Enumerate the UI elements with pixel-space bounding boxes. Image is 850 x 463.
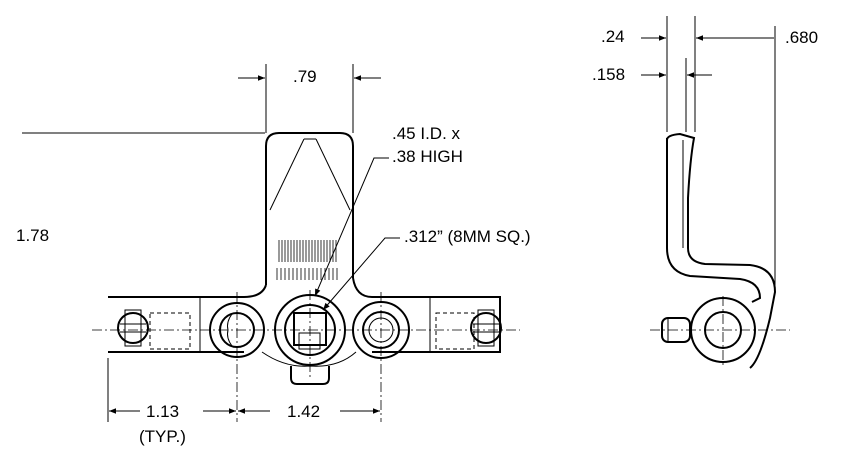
left-ring-detail (227, 313, 233, 347)
dim-typ-label: (TYP.) (139, 427, 186, 446)
dim-spacing-outer-label: 1.13 (146, 402, 179, 421)
dim-side-depth-label: .680 (785, 28, 818, 47)
base-strap-outline (108, 277, 501, 353)
side-view: .24 .158 .680 (592, 16, 818, 369)
side-profile-outer (666, 132, 777, 369)
right-screw-shank (477, 309, 495, 347)
id-leader (314, 157, 389, 297)
right-screw-slot (435, 312, 475, 350)
dim-width-label: .79 (293, 67, 317, 86)
square-leader (322, 237, 400, 311)
id-label-line1: .45 I.D. x (392, 124, 461, 143)
right-screw-head (470, 312, 502, 344)
side-profile-inner (666, 140, 762, 303)
arm-highlight-1 (269, 138, 305, 211)
id-label-line2: .38 HIGH (392, 147, 463, 166)
arm-highlight-2 (315, 138, 351, 211)
bottom-nut (290, 366, 330, 385)
arm-outline (265, 132, 354, 278)
left-screw-shank (124, 309, 142, 347)
knurl-texture (276, 240, 338, 280)
dim-side-offset-label: .158 (592, 65, 625, 84)
front-view: .79 1.78 .45 I.D. x .38 HIGH .312” (8MM … (16, 64, 531, 446)
left-screw-head (117, 312, 149, 344)
dim-height-label: 1.78 (16, 226, 49, 245)
left-screw-slot (149, 312, 191, 350)
square-label: .312” (8MM SQ.) (404, 227, 531, 246)
dim-spacing-inner-label: 1.42 (287, 402, 320, 421)
square-drive-key (298, 332, 321, 350)
dim-side-thickness-label: .24 (601, 27, 625, 46)
